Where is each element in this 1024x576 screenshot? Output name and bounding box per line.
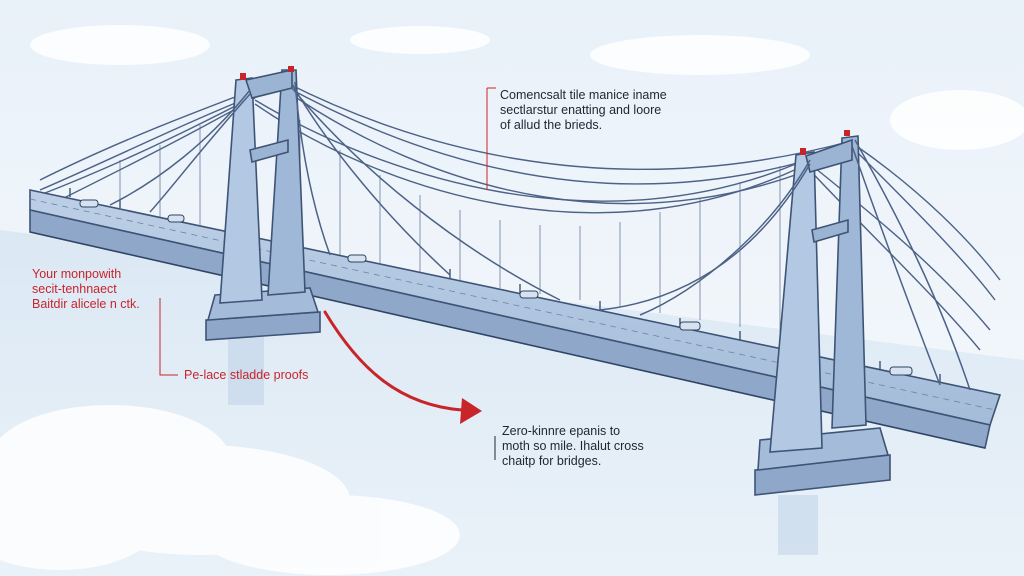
clouds bbox=[0, 25, 1024, 575]
left-lower-label: Pe-lace stladde proofs bbox=[184, 368, 309, 382]
arrowhead-icon bbox=[460, 398, 482, 424]
annotation-leaders bbox=[159, 87, 496, 460]
top-annotation: Comencsalt tile manice iname sectlarstur… bbox=[500, 88, 667, 132]
left-tower bbox=[205, 66, 321, 341]
red-arrow bbox=[323, 310, 482, 424]
suspension-cables-back bbox=[39, 77, 1001, 351]
suspension-cables-front bbox=[109, 81, 971, 391]
right-tower bbox=[754, 130, 891, 496]
vehicles bbox=[79, 199, 913, 376]
water-reflections bbox=[228, 335, 818, 555]
lower-center-annotation: Zero-kinnre epanis to moth so mile. Ihal… bbox=[502, 424, 644, 468]
left-red-annotation: Your monpowith secit-tenhnaect Baitdir a… bbox=[32, 267, 140, 311]
